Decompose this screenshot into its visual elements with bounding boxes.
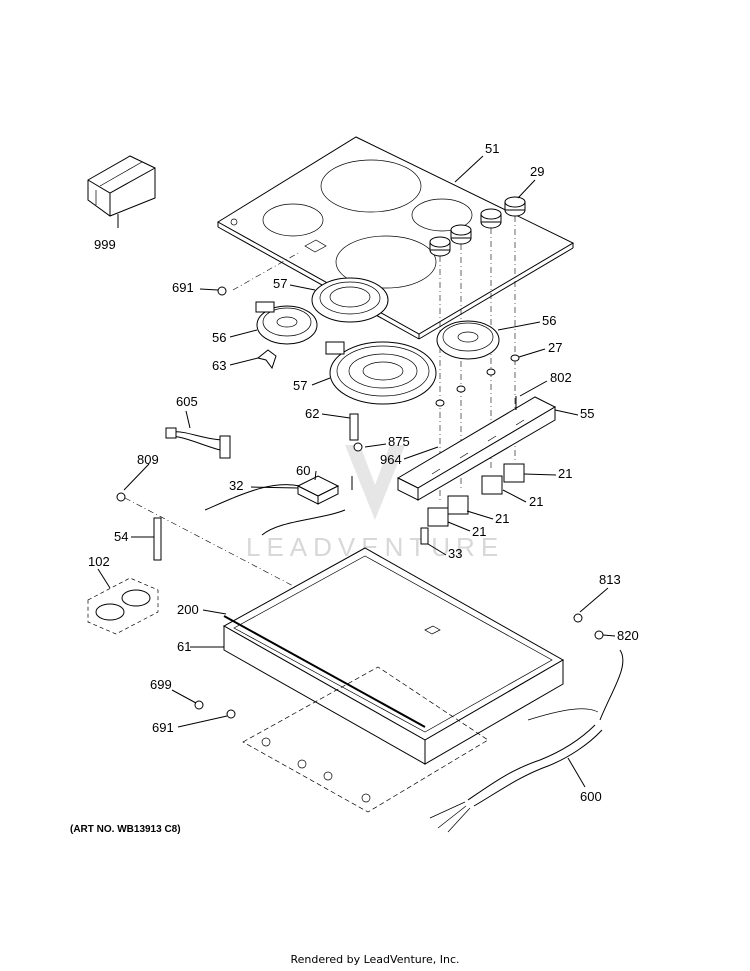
callout-33[interactable]: 33 xyxy=(448,546,462,561)
callout-57-upper[interactable]: 57 xyxy=(273,276,287,291)
callout-691-upper[interactable]: 691 xyxy=(172,280,194,295)
bottom-plate xyxy=(242,666,489,813)
part-21-infinite-switches[interactable] xyxy=(427,463,525,527)
callout-27[interactable]: 27 xyxy=(548,340,562,355)
part-51-glass-cooktop[interactable] xyxy=(217,136,575,340)
callout-802[interactable]: 802 xyxy=(550,370,572,385)
callout-699[interactable]: 699 xyxy=(150,677,172,692)
part-33-terminal[interactable] xyxy=(420,527,429,545)
part-875-screw[interactable] xyxy=(353,442,363,452)
callout-51[interactable]: 51 xyxy=(485,141,499,156)
callout-63[interactable]: 63 xyxy=(212,358,226,373)
part-813-screw[interactable] xyxy=(573,613,583,623)
callout-32[interactable]: 32 xyxy=(229,478,243,493)
part-691-screw-lower[interactable] xyxy=(226,709,236,719)
callout-62[interactable]: 62 xyxy=(305,406,319,421)
callout-56-left[interactable]: 56 xyxy=(212,330,226,345)
part-102-insulation[interactable] xyxy=(87,577,159,635)
callout-21-b[interactable]: 21 xyxy=(529,494,543,509)
part-61-burner-box[interactable] xyxy=(222,547,565,765)
part-32-wire-harness[interactable] xyxy=(204,484,346,536)
part-29-control-knobs[interactable] xyxy=(429,196,526,257)
art-number: (ART NO. WB13913 C8) xyxy=(70,824,181,835)
callout-605[interactable]: 605 xyxy=(176,394,198,409)
callout-813[interactable]: 813 xyxy=(599,572,621,587)
part-820-screw[interactable] xyxy=(594,630,604,640)
callout-55[interactable]: 55 xyxy=(580,406,594,421)
callout-labels: 51 29 999 691 57 56 56 27 63 57 802 605 … xyxy=(88,141,639,804)
part-691-screw-upper[interactable] xyxy=(217,286,227,296)
part-999-box[interactable] xyxy=(87,155,156,217)
callout-21-c[interactable]: 21 xyxy=(495,511,509,526)
callout-60[interactable]: 60 xyxy=(296,463,310,478)
callout-102[interactable]: 102 xyxy=(88,554,110,569)
callout-57-lower[interactable]: 57 xyxy=(293,378,307,393)
callout-691-lower[interactable]: 691 xyxy=(152,720,174,735)
part-60-control-board[interactable] xyxy=(296,475,340,505)
part-55-switch-bracket[interactable] xyxy=(396,396,557,501)
footer-credit: Rendered by LeadVenture, Inc. xyxy=(290,953,459,966)
part-699-screw[interactable] xyxy=(194,700,204,710)
callout-999[interactable]: 999 xyxy=(94,237,116,252)
callout-21-d[interactable]: 21 xyxy=(472,524,486,539)
callout-29[interactable]: 29 xyxy=(530,164,544,179)
part-57-radiant-element-lower[interactable] xyxy=(325,341,437,405)
part-27-spacers[interactable] xyxy=(435,354,520,407)
callout-809[interactable]: 809 xyxy=(137,452,159,467)
part-809-screw[interactable] xyxy=(116,492,126,502)
callout-61[interactable]: 61 xyxy=(177,639,191,654)
callout-200[interactable]: 200 xyxy=(177,602,199,617)
callout-21-a[interactable]: 21 xyxy=(558,466,572,481)
part-56-radiant-element-left[interactable] xyxy=(255,301,318,345)
callout-820[interactable]: 820 xyxy=(617,628,639,643)
callout-54[interactable]: 54 xyxy=(114,529,128,544)
callout-56-right[interactable]: 56 xyxy=(542,313,556,328)
part-57-radiant-element-upper[interactable] xyxy=(311,277,389,323)
leader-lines xyxy=(97,155,616,788)
part-54-bracket[interactable] xyxy=(153,517,162,561)
part-62-limiter[interactable] xyxy=(349,413,359,441)
part-605-wire-harness[interactable] xyxy=(165,427,231,459)
part-600-conduit-cord[interactable] xyxy=(429,649,624,833)
callout-600[interactable]: 600 xyxy=(580,789,602,804)
part-56-radiant-element-right[interactable] xyxy=(436,320,500,360)
callout-964[interactable]: 964 xyxy=(380,452,402,467)
callout-875[interactable]: 875 xyxy=(388,434,410,449)
part-200-gasket[interactable] xyxy=(223,615,426,728)
part-63-bracket[interactable] xyxy=(256,349,277,370)
